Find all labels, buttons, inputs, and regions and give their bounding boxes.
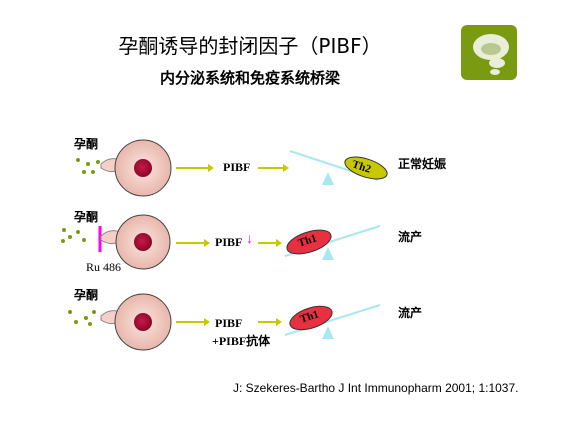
hormone-label: 孕酮 — [74, 288, 99, 302]
arrow-to-pibf — [176, 239, 210, 247]
slide-subtitle: 内分泌系统和免疫系统桥梁 — [159, 69, 340, 87]
pibf-antibody-label: +PIBF抗体 — [212, 334, 271, 348]
hormone-label: 孕酮 — [74, 137, 99, 151]
arrow-to-cell — [258, 164, 289, 172]
down-arrow-icon: ↓ — [246, 232, 253, 247]
outcome-label: 流产 — [398, 230, 423, 244]
ru486-label: Ru 486 — [86, 260, 122, 274]
hormone-label: 孕酮 — [74, 210, 99, 224]
arrow-to-pibf — [176, 318, 210, 326]
th1-cell — [286, 229, 332, 255]
arrow-to-pibf — [176, 164, 214, 172]
pibf-label: PIBF — [223, 160, 251, 174]
slide-title: 孕酮诱导的封闭因子（PIBF） — [118, 34, 382, 58]
progesterone-dots — [76, 158, 100, 174]
outcome-label: 流产 — [398, 306, 423, 320]
pibf-label: PIBF — [215, 235, 243, 249]
cell-nucleus — [134, 313, 152, 331]
arrow-to-cell — [258, 239, 282, 247]
pibf-label: PIBF — [215, 316, 243, 330]
logo-icon — [461, 25, 517, 80]
arrow-to-cell — [258, 318, 282, 326]
cell-nucleus — [134, 233, 152, 251]
progesterone-dots — [61, 228, 86, 243]
balance-fulcrum — [322, 172, 334, 185]
balance-fulcrum — [322, 326, 334, 339]
progesterone-dots — [68, 310, 96, 326]
row-1 — [76, 139, 388, 197]
th1-cell — [289, 305, 333, 331]
row-2 — [61, 214, 381, 270]
outcome-label: 正常妊娠 — [398, 157, 447, 171]
balance-fulcrum — [322, 247, 334, 260]
reference-citation: J: Szekeres-Bartho J Int Immunopharm 200… — [233, 381, 519, 395]
cell-nucleus — [134, 159, 152, 177]
row-3 — [68, 293, 381, 351]
th2-cell — [344, 156, 388, 180]
